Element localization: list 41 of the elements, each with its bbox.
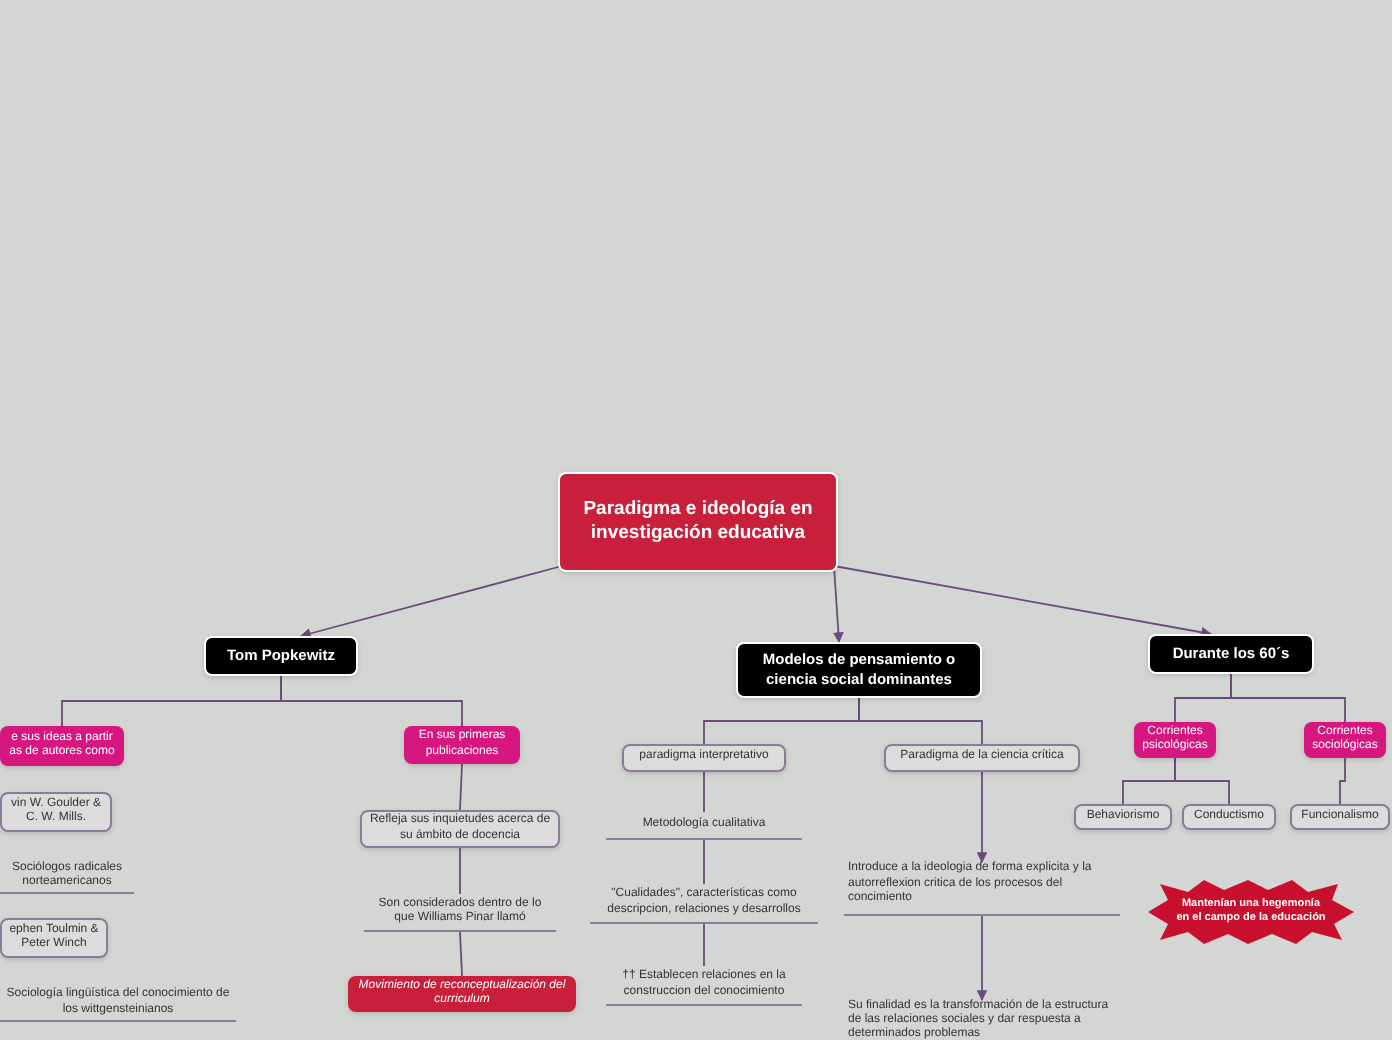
connector [1339,757,1346,805]
subtopic-box [1304,722,1386,758]
underlined-topic [844,862,1120,916]
connector [833,565,1213,638]
connector [976,915,988,1002]
underlined-topic [364,894,556,932]
connector [459,847,461,895]
subtopic-box [0,792,112,832]
connector [299,565,563,639]
connector [459,763,463,811]
subtopic-box [622,744,786,772]
underlined-topic [0,860,134,894]
connector [832,565,844,644]
starburst-callout [1148,880,1354,944]
subtopic-box [1074,804,1172,830]
subtopic-box [348,976,576,1012]
connector [1174,757,1230,805]
connector [703,839,705,885]
underlined-topic [606,812,802,840]
connector [703,771,705,813]
subtopic-box [404,726,520,764]
node-text: Paradigma e ideología en investigación educativa [581,498,815,546]
underlined-topic [606,966,802,1006]
connector [703,923,705,967]
topic-box [204,636,358,676]
subtopic-box [0,918,108,958]
connector [459,931,463,977]
subtopic-box [1290,804,1390,830]
subtopic-box [0,726,124,766]
connector [1230,673,1346,723]
subtopic-box [1182,804,1276,830]
central-topic-box [558,472,838,572]
connector [976,771,988,864]
subtopic-box [1134,722,1216,758]
topic-box [1148,634,1314,674]
subtopic-box [884,744,1080,772]
connector [280,675,463,727]
topic-box [736,642,982,698]
connector [858,697,983,745]
subtopic-box [360,810,560,848]
underlined-topic [590,884,818,924]
